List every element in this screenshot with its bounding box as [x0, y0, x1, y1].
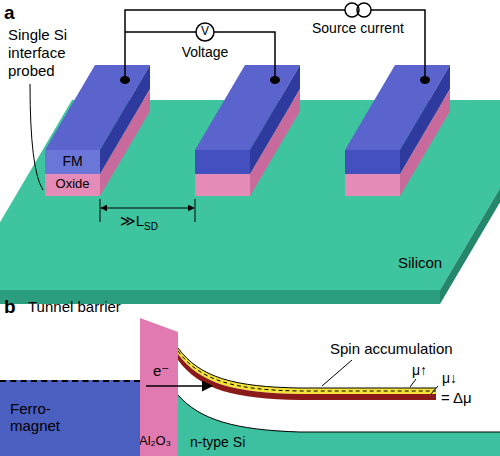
leader-line: [431, 386, 438, 394]
meter-label: Voltage: [182, 44, 229, 60]
callout-label: Single Si interface probed: [8, 26, 96, 80]
leader-line: [30, 84, 43, 190]
panel-letter: b: [4, 296, 16, 318]
material-label: Silicon: [398, 254, 442, 271]
meter-symbol-label: V: [201, 25, 209, 39]
circuit-wire: [125, 10, 425, 80]
current-source-symbol: [345, 3, 371, 17]
material-label: Al₂O₃: [139, 434, 171, 449]
dimension-mark: [100, 199, 195, 222]
callout-label: Tunnel barrier: [28, 298, 121, 315]
tunnel-barrier: [140, 318, 178, 456]
contact-bar: [45, 150, 100, 174]
contact-bar: [100, 89, 150, 196]
dimension-mark: [101, 208, 194, 209]
leader-line: [410, 379, 416, 387]
contact-dot: [120, 76, 430, 84]
contact-bar: [345, 174, 400, 196]
contact-bar: [45, 174, 100, 196]
panel-letter: a: [4, 2, 15, 24]
electron-arrow: [146, 385, 212, 387]
voltmeter-symbol: [196, 23, 214, 41]
contact-bar: [250, 89, 300, 196]
electron-label: e⁻: [153, 362, 169, 379]
layer-label: Oxide: [56, 177, 90, 192]
contact-bar: [195, 150, 250, 174]
contact-bar: [45, 65, 150, 196]
dimension-mark: [195, 199, 196, 222]
dimension-label: ≫L: [120, 212, 144, 229]
node-text: Ferro- magnet: [10, 400, 68, 435]
dimension-mark: [100, 199, 101, 222]
material-label: n-type Si: [190, 434, 245, 450]
subscript-label: SD: [144, 221, 158, 233]
source-label: Source current: [312, 20, 404, 36]
circuit-wire: [125, 10, 425, 80]
contact-bar: [195, 65, 300, 196]
contact-bar: [400, 89, 450, 196]
ferromagnet-block: Ferro- magnet: [0, 380, 140, 456]
contact-bar: [345, 150, 400, 174]
contact-dot: [270, 76, 280, 84]
contact-bar: [345, 65, 450, 196]
layer-label: FM: [62, 153, 82, 169]
level-label: μ↓: [442, 370, 457, 386]
callout-label: Spin accumulation: [330, 340, 453, 357]
level-label: μ↑: [412, 362, 427, 378]
current-source-symbol: [357, 3, 371, 17]
contact-dot: [420, 76, 430, 84]
leader-line: [322, 360, 438, 394]
contact-dot: [120, 76, 130, 84]
silicon-slab: [440, 100, 500, 304]
level-difference-label: = Δμ: [441, 389, 472, 406]
leader-line: [322, 360, 352, 386]
contact-bar: [195, 174, 250, 196]
